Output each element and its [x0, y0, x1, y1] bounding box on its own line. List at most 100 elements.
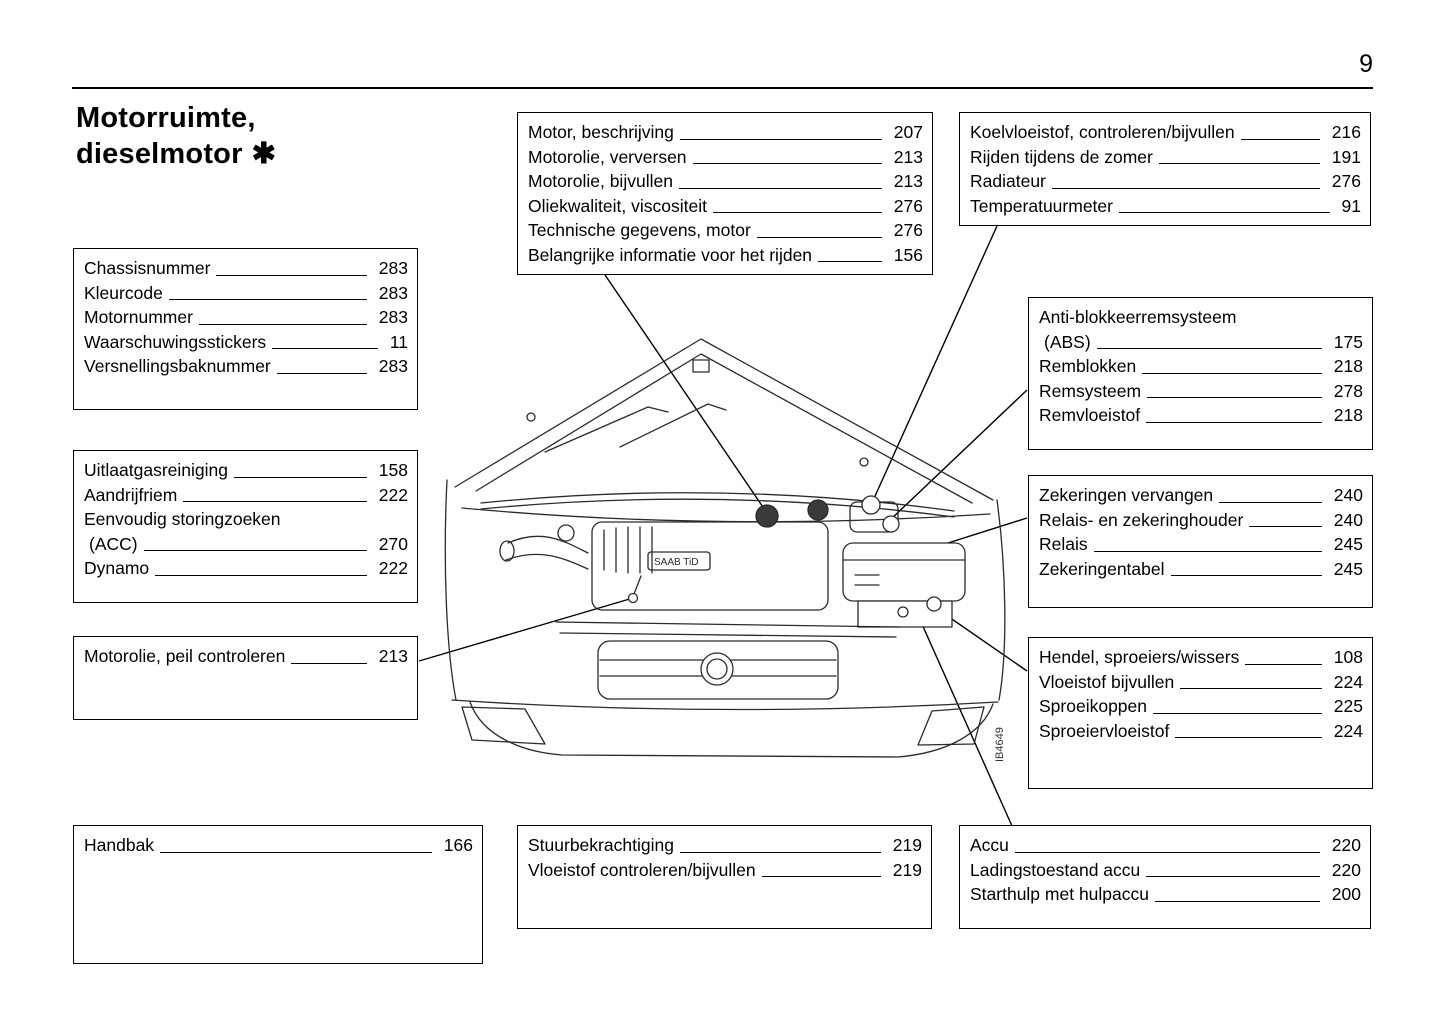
air-hose	[507, 535, 589, 554]
entry-label: Remblokken	[1039, 356, 1137, 376]
entry-label: Sproeikoppen	[1039, 696, 1147, 716]
entry-label: Koelvloeistof, controleren/bijvullen	[970, 122, 1235, 142]
entry-page: 91	[1341, 195, 1361, 216]
page-title-line2: dieselmotor✱	[76, 136, 276, 172]
entry-page: 225	[1333, 696, 1363, 716]
entry-label: Ladingstoestand accu	[970, 859, 1141, 880]
entry-label: Oliekwaliteit, viscositeit	[528, 195, 707, 216]
headlight-left	[461, 706, 546, 745]
entry-page: 224	[1333, 720, 1363, 741]
entry-label: Dynamo	[84, 558, 150, 578]
index-entry: Sproeikoppen 225	[1039, 694, 1363, 719]
page-number: 9	[1359, 50, 1373, 78]
entry-label: Motorolie, bijvullen	[528, 171, 673, 191]
leader-line	[1245, 663, 1322, 665]
engine-cover	[591, 521, 829, 611]
leader-line	[1142, 372, 1322, 374]
entry-label: Uitlaatgasreiniging	[84, 460, 228, 480]
leader-line	[1118, 212, 1330, 213]
entry-page: 220	[1331, 859, 1361, 880]
entry-page: 218	[1333, 405, 1363, 425]
entry-label: Zekeringentabel	[1039, 558, 1165, 579]
leader-line	[160, 851, 432, 853]
leader-line	[1153, 712, 1322, 714]
entry-label: Motornummer	[84, 307, 193, 327]
entry-label-continued: (ABS)	[1044, 331, 1091, 352]
leader-line	[678, 187, 882, 189]
entry-label: Rijden tijdens de zomer	[970, 146, 1153, 167]
strut-bar	[480, 492, 955, 512]
leader-line	[679, 851, 881, 853]
entry-page: 276	[893, 195, 923, 216]
saab-badge	[700, 652, 734, 686]
engine-badge-label: SAAB TiD	[654, 557, 698, 568]
leader-line	[1093, 550, 1322, 552]
leader-line	[1240, 138, 1320, 140]
page-title-line2-text: dieselmotor	[76, 138, 243, 170]
entry-page: 108	[1333, 647, 1363, 667]
engine-drawing	[444, 338, 1006, 758]
leader-line	[756, 236, 882, 238]
entry-page: 213	[893, 171, 923, 191]
index-entry: Motorolie, bijvullen 213	[528, 169, 923, 194]
dipstick	[627, 592, 639, 604]
entry-page: 191	[1331, 146, 1361, 167]
index-entry: (ACC)270	[84, 532, 408, 557]
entry-label: Aandrijfriem	[84, 484, 178, 505]
entry-page: 276	[893, 220, 923, 240]
entry-page: 220	[1331, 835, 1361, 855]
fuse-box	[842, 542, 966, 602]
entry-page: 222	[378, 484, 408, 505]
entry-label: Zekeringen vervangen	[1039, 485, 1214, 505]
leader-line	[1146, 421, 1322, 423]
leader-line	[155, 574, 367, 576]
entry-page: 283	[378, 307, 408, 327]
entry-page: 200	[1331, 884, 1361, 904]
entry-label: Accu	[970, 835, 1009, 855]
leader-line	[276, 372, 367, 374]
entry-page: 219	[892, 835, 922, 855]
entry-label: Eenvoudig storingzoeken	[84, 509, 281, 529]
index-entry: Oliekwaliteit, viscositeit 276	[528, 194, 923, 219]
entry-label-continued: (ACC)	[89, 533, 138, 554]
entry-label: Technische gegevens, motor	[528, 220, 751, 240]
entry-page: 219	[892, 859, 922, 880]
leader-line	[1147, 397, 1322, 398]
index-entry: Technische gegevens, motor 276	[528, 218, 923, 243]
leader-line	[1146, 876, 1320, 877]
asterisk-icon: ✱	[251, 138, 277, 170]
leader-line	[761, 876, 881, 877]
leader-line	[712, 212, 882, 213]
entry-page: 283	[378, 282, 408, 303]
index-entry: Anti-blokkeerremsysteem	[1039, 305, 1363, 330]
entry-label: Relais	[1039, 534, 1088, 554]
leader-line	[1180, 688, 1322, 689]
leader-line	[291, 662, 367, 664]
entry-label: Relais- en zekeringhouder	[1039, 509, 1244, 530]
entry-page: 213	[378, 646, 408, 666]
entry-page: 175	[1333, 331, 1363, 352]
leader-line	[198, 323, 367, 325]
leader-line	[1014, 851, 1320, 853]
